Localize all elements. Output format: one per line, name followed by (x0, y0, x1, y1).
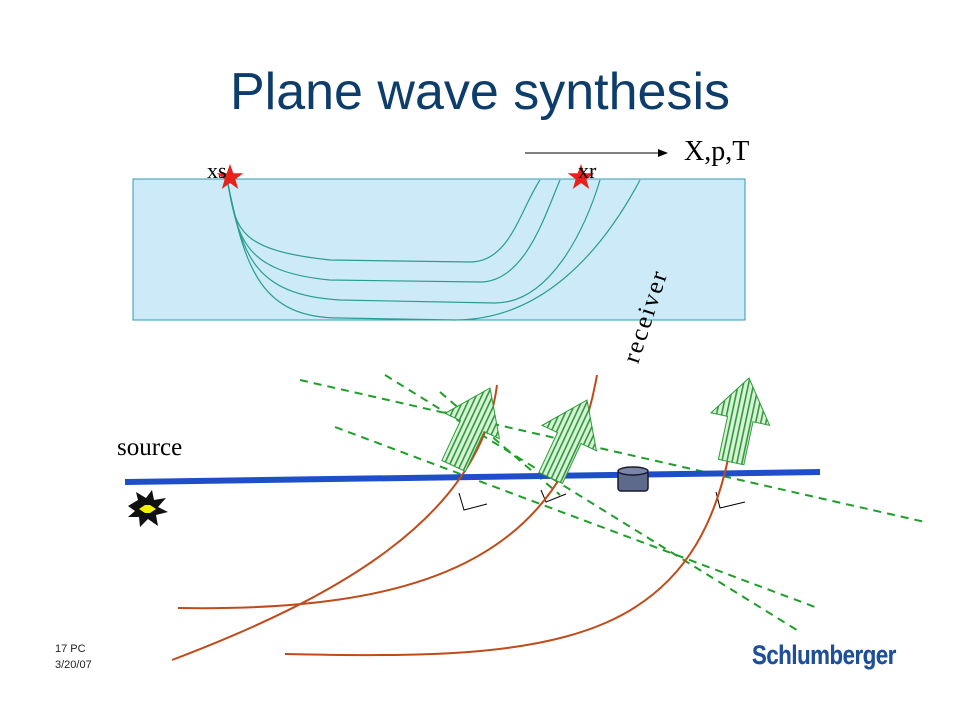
page-title: Plane wave synthesis (229, 63, 731, 121)
right-angle-markers (458, 489, 746, 511)
plane-wave-arrow-1 (441, 387, 501, 473)
wavefronts (299, 374, 926, 633)
star-icon (567, 164, 595, 189)
company-logo: Schlumberger (752, 640, 896, 670)
source-marker-label: xs (207, 158, 227, 183)
axis-note: X,p,T (684, 136, 750, 167)
receiver-marker-label: xr (578, 158, 597, 183)
plane-wave-arrow-2 (538, 399, 598, 485)
receiver-icon (617, 466, 649, 492)
arrow-right-icon (525, 149, 668, 157)
plane-wave-arrow-3 (709, 377, 771, 466)
surface-line (124, 469, 821, 485)
footer-page: 17 PC (55, 643, 86, 655)
model-panel (132, 178, 746, 321)
footer: 17 PC 3/20/07 (55, 641, 92, 673)
source-label: source (117, 434, 183, 461)
star-icon (216, 164, 244, 189)
footer-date: 3/20/07 (55, 659, 92, 671)
ray-paths (227, 179, 641, 321)
explosion-icon (128, 490, 168, 527)
